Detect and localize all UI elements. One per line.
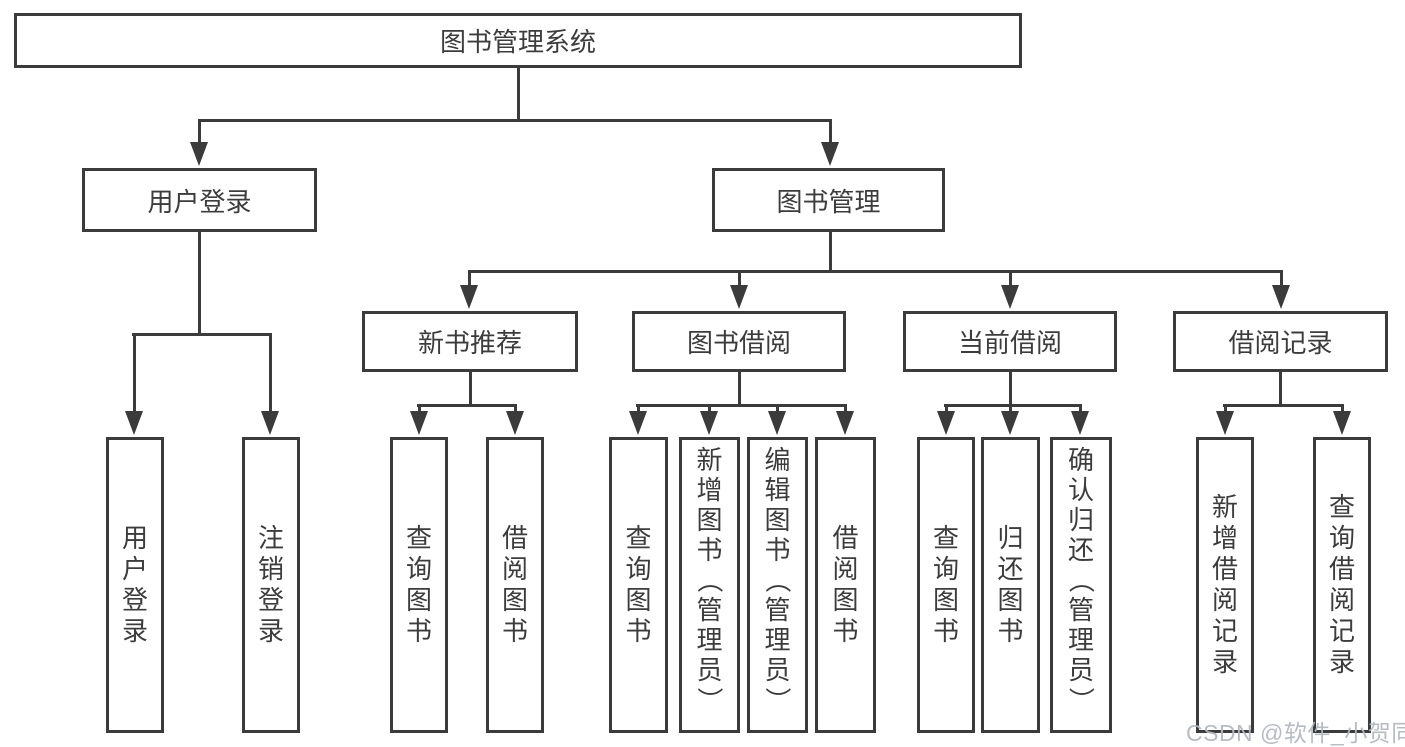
- arrowhead-icon: [730, 285, 748, 309]
- arrowhead-icon: [700, 411, 718, 435]
- leaf-current-query-book: 查询图书: [917, 437, 975, 733]
- arrowhead-icon: [836, 411, 854, 435]
- node-book-borrow: 图书借阅: [632, 311, 846, 372]
- connector-line: [1341, 404, 1344, 414]
- connector-line: [1280, 270, 1283, 287]
- arrowhead-icon: [821, 142, 839, 166]
- arrowhead-icon: [1333, 411, 1351, 435]
- connector-line: [468, 270, 1282, 273]
- connector-line: [198, 119, 201, 145]
- leaf-rec-query-book: 查询图书: [390, 437, 448, 733]
- connector-line: [844, 404, 847, 414]
- connector-line: [1009, 372, 1012, 407]
- connector-line: [469, 372, 472, 407]
- connector-line: [1009, 270, 1012, 287]
- connector-line: [1224, 404, 1227, 414]
- arrowhead-icon: [506, 411, 524, 435]
- arrowhead-icon: [768, 411, 786, 435]
- leaf-records-query-record: 查询借阅记录: [1313, 437, 1371, 733]
- node-new-book-rec-label: 新书推荐: [417, 328, 522, 358]
- arrowhead-icon: [261, 411, 279, 435]
- connector-line: [636, 404, 847, 407]
- node-root-label: 图书管理系统: [439, 27, 596, 57]
- node-new-book-rec: 新书推荐: [362, 311, 578, 372]
- arrowhead-icon: [1216, 411, 1234, 435]
- leaf-borrow-edit-book-admin: 编辑图书（管理员）: [747, 437, 808, 733]
- connector-line: [776, 404, 779, 414]
- leaf-user-login: 用户登录: [106, 437, 164, 733]
- leaf-rec-borrow-book: 借阅图书: [486, 437, 544, 733]
- leaf-current-return-book: 归还图书: [981, 437, 1040, 733]
- leaf-borrow-add-book-admin: 新增图书（管理员）: [679, 437, 740, 733]
- leaf-logout-login: 注销登录: [242, 437, 300, 733]
- leaf-current-confirm-return-admin: 确认归还（管理员）: [1050, 437, 1112, 733]
- connector-line: [198, 232, 201, 336]
- connector-line: [1279, 372, 1282, 407]
- leaf-records-add-record: 新增借阅记录: [1196, 437, 1254, 733]
- node-user-login: 用户登录: [82, 168, 317, 232]
- connector-line: [944, 404, 1082, 407]
- connector-line: [1009, 404, 1012, 414]
- node-current-borrow-label: 当前借阅: [957, 328, 1062, 358]
- arrowhead-icon: [460, 285, 478, 309]
- arrowhead-icon: [937, 411, 955, 435]
- connector-line: [514, 404, 517, 414]
- connector-line: [418, 404, 421, 414]
- arrowhead-icon: [629, 411, 647, 435]
- node-root: 图书管理系统: [14, 13, 1022, 68]
- arrowhead-icon: [1272, 285, 1290, 309]
- connector-line: [133, 333, 136, 413]
- connector-line: [417, 404, 517, 407]
- connector-line: [198, 119, 832, 122]
- arrowhead-icon: [190, 142, 208, 166]
- arrowhead-icon: [410, 411, 428, 435]
- arrowhead-icon: [125, 411, 143, 435]
- connector-line: [637, 404, 640, 414]
- node-current-borrow: 当前借阅: [903, 311, 1117, 372]
- node-book-borrow-label: 图书借阅: [686, 328, 791, 358]
- connector-line: [468, 270, 471, 287]
- connector-line: [738, 270, 741, 287]
- node-borrow-records-label: 借阅记录: [1228, 328, 1333, 358]
- connector-line: [945, 404, 948, 414]
- node-borrow-records: 借阅记录: [1173, 311, 1388, 372]
- connector-line: [829, 119, 832, 145]
- leaf-borrow-query-book: 查询图书: [609, 437, 668, 733]
- connector-line: [738, 372, 741, 407]
- arrowhead-icon: [1001, 411, 1019, 435]
- connector-line: [1223, 404, 1344, 407]
- arrowhead-icon: [1071, 411, 1089, 435]
- arrowhead-icon: [1001, 285, 1019, 309]
- connector-line: [132, 333, 272, 336]
- connector-line: [1079, 404, 1082, 414]
- connector-line: [269, 333, 272, 413]
- csdn-watermark: CSDN @软件_小贺同学: [1186, 720, 1405, 746]
- node-book-mgmt-label: 图书管理: [776, 186, 881, 217]
- connector-line: [708, 404, 711, 414]
- connector-line: [517, 68, 520, 121]
- node-book-mgmt: 图书管理: [712, 168, 945, 232]
- node-user-login-label: 用户登录: [147, 186, 252, 217]
- leaf-borrow-borrow-book: 借阅图书: [815, 437, 876, 733]
- connector-line: [829, 232, 832, 273]
